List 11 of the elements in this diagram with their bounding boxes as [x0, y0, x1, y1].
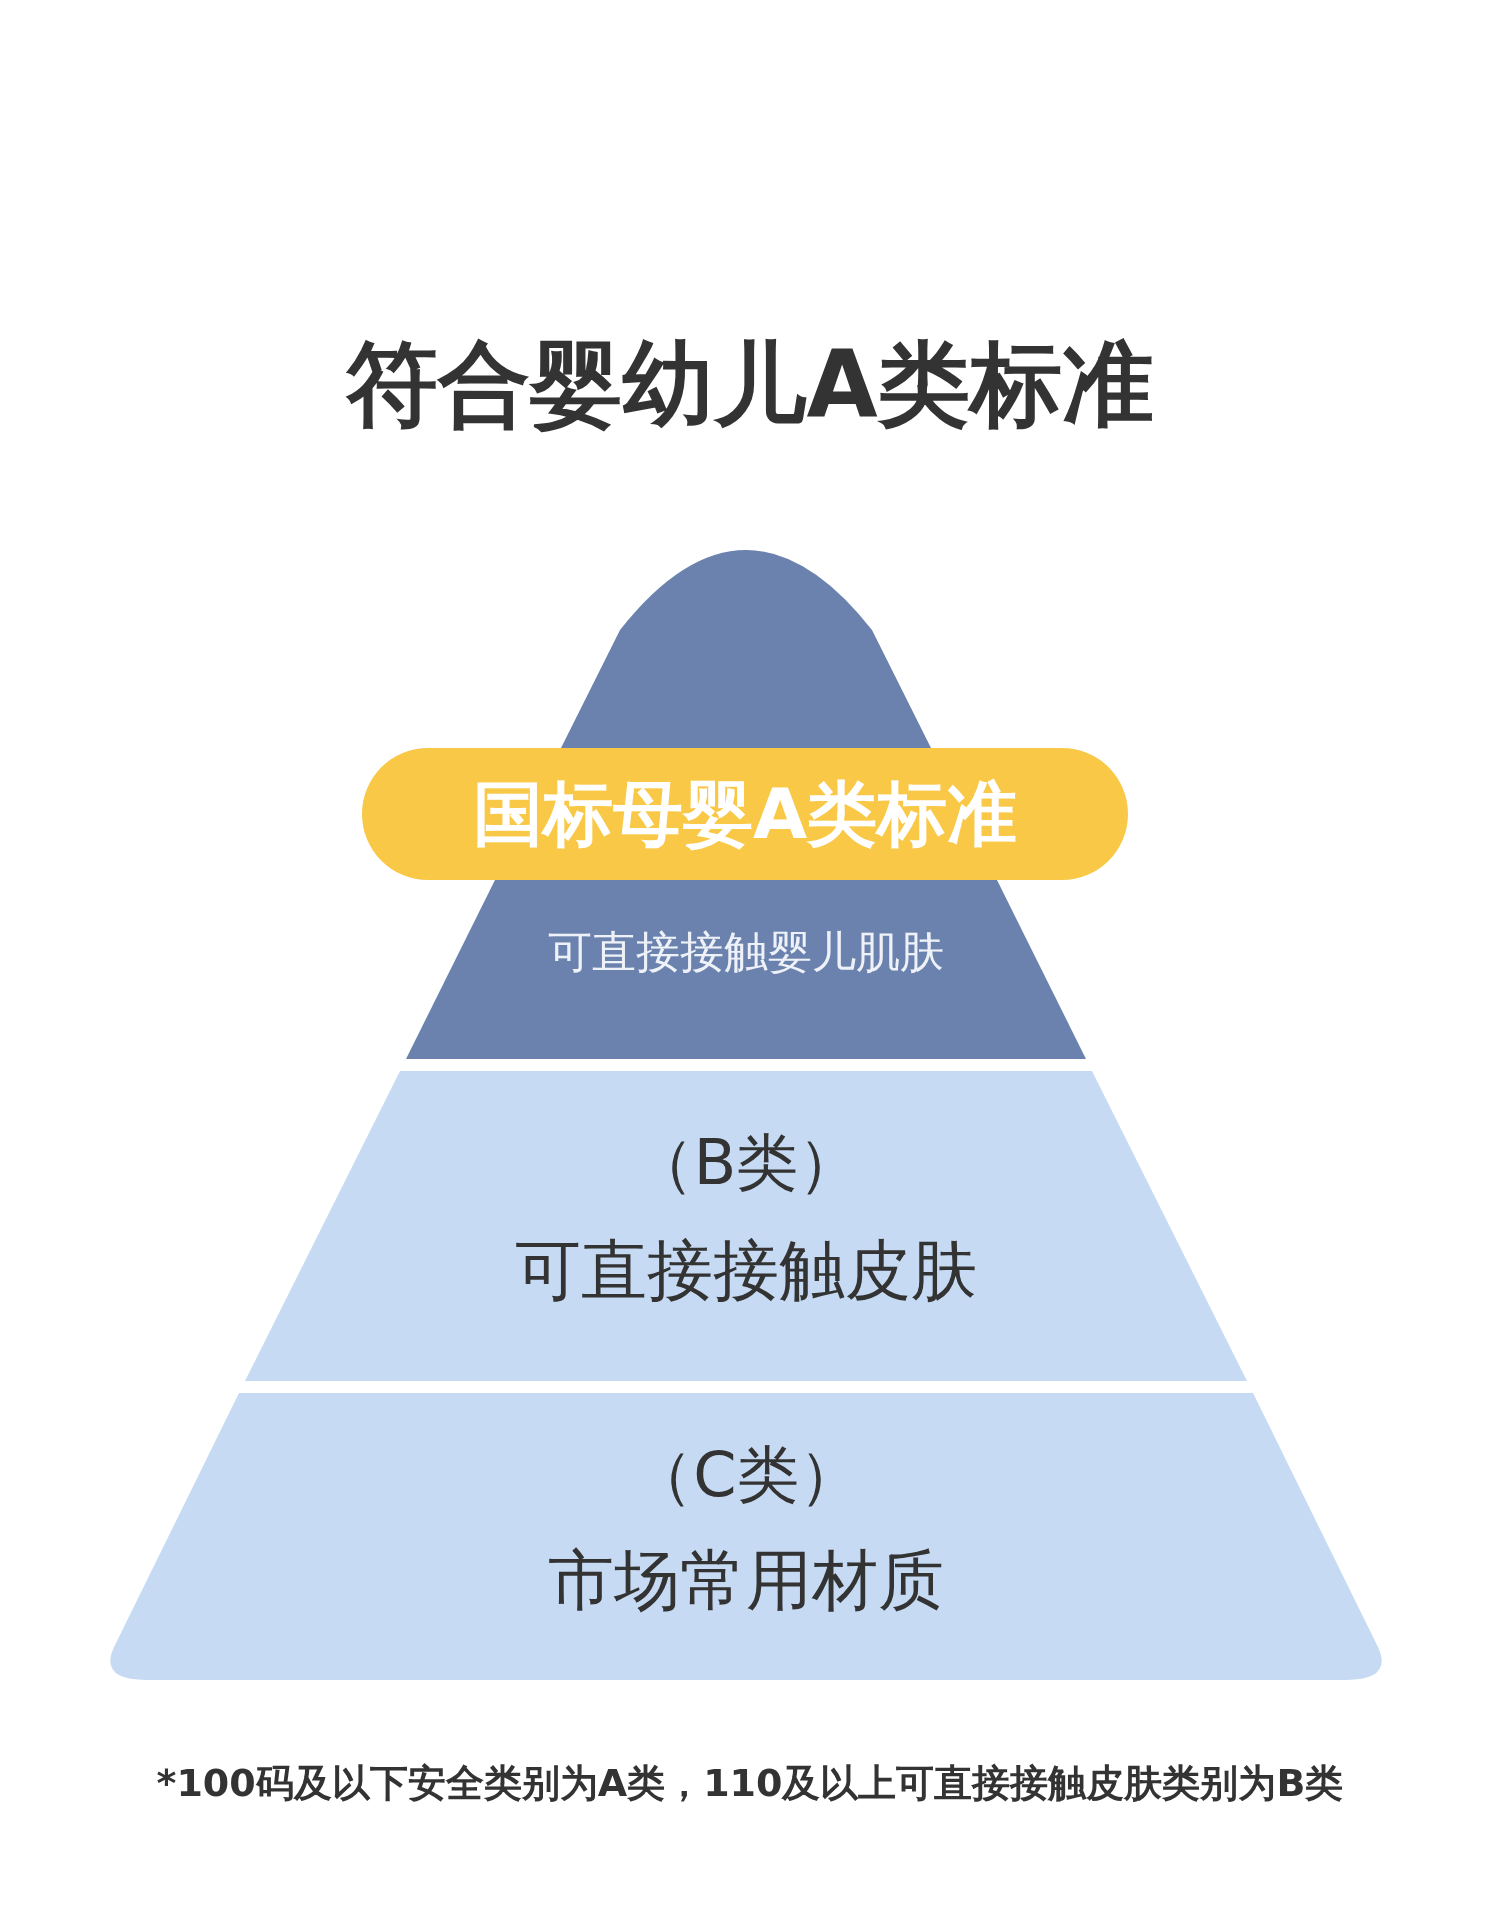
footnote: *100码及以下安全类别为A类，110及以上可直接接触皮肤类别为B类: [155, 1760, 1345, 1807]
tier-heading: （B类）: [630, 1126, 862, 1200]
tier-text: 国标母婴A类标准: [471, 778, 1019, 850]
pyramid-top-tier: [406, 880, 1086, 1059]
tier-text: 市场常用材质: [547, 1541, 945, 1621]
tier-text: 可直接接触皮肤: [514, 1231, 978, 1311]
pyramid-apex: [561, 550, 931, 748]
title: 符合婴幼儿A类标准: [345, 330, 1155, 440]
tier-text: 可直接接触婴儿肌肤: [547, 925, 945, 979]
tier-heading: （C类）: [630, 1438, 862, 1512]
pyramid-middle-tier: [245, 1071, 1247, 1381]
